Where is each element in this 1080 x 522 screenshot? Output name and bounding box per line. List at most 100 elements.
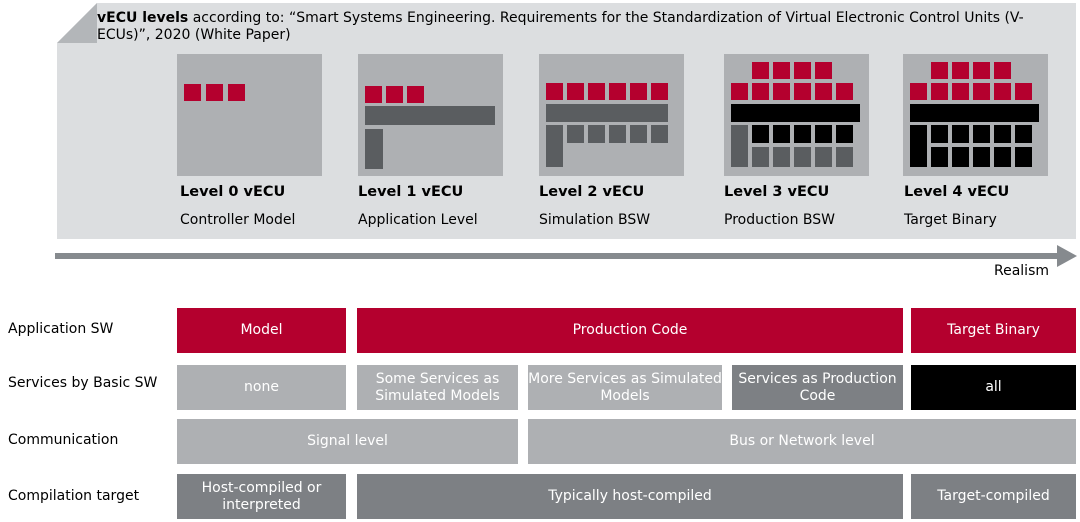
mcal-block bbox=[973, 147, 990, 167]
app-block bbox=[836, 83, 853, 100]
bsw-block bbox=[794, 125, 811, 143]
panel-title-rest: according to: “Smart Systems Engineering… bbox=[97, 10, 1024, 43]
level-4-diagram bbox=[903, 54, 1048, 176]
level-0-diagram bbox=[177, 54, 322, 176]
app-block bbox=[365, 86, 382, 103]
bsw-block bbox=[994, 125, 1011, 143]
rte-bar bbox=[910, 104, 1039, 122]
cell-host-compiled-interpreted: Host-compiled or interpreted bbox=[177, 474, 346, 519]
bsw-block bbox=[546, 125, 563, 167]
mcal-block bbox=[1015, 147, 1032, 167]
app-block bbox=[973, 62, 990, 79]
cell-production-code: Production Code bbox=[357, 308, 903, 353]
app-block bbox=[815, 62, 832, 79]
row-label-communication: Communication bbox=[8, 432, 119, 448]
folded-corner-icon bbox=[57, 3, 97, 43]
level-2-diagram bbox=[539, 54, 684, 176]
rte-bar bbox=[546, 104, 668, 122]
cell-services-none: none bbox=[177, 365, 346, 410]
app-block bbox=[386, 86, 403, 103]
cell-model: Model bbox=[177, 308, 346, 353]
row-label-compilation: Compilation target bbox=[8, 488, 140, 504]
cell-target-binary: Target Binary bbox=[911, 308, 1076, 353]
mcal-block bbox=[836, 147, 853, 167]
rte-bar bbox=[731, 104, 860, 122]
realism-arrow-line bbox=[55, 253, 1060, 259]
app-block bbox=[588, 83, 605, 100]
cell-more-services: More Services as Simulated Models bbox=[528, 365, 722, 410]
bsw-block bbox=[588, 125, 605, 143]
app-block bbox=[752, 83, 769, 100]
app-block bbox=[973, 83, 990, 100]
app-block bbox=[407, 86, 424, 103]
rte-bar bbox=[365, 106, 495, 125]
level-1-title: Level 1 vECU bbox=[358, 184, 464, 200]
app-block bbox=[546, 83, 563, 100]
level-4-title: Level 4 vECU bbox=[904, 184, 1010, 200]
app-block bbox=[773, 62, 790, 79]
app-block bbox=[931, 62, 948, 79]
app-block bbox=[184, 84, 201, 101]
level-1-diagram bbox=[358, 54, 503, 176]
mcal-block bbox=[931, 147, 948, 167]
bsw-block bbox=[815, 125, 832, 143]
app-block bbox=[794, 62, 811, 79]
app-block bbox=[609, 83, 626, 100]
arrow-right-icon bbox=[1057, 245, 1077, 267]
level-0-title: Level 0 vECU bbox=[180, 184, 286, 200]
cell-target-compiled: Target-compiled bbox=[911, 474, 1076, 519]
app-block bbox=[752, 62, 769, 79]
cell-signal-level: Signal level bbox=[177, 419, 518, 464]
bsw-block bbox=[609, 125, 626, 143]
level-3-title: Level 3 vECU bbox=[724, 184, 830, 200]
app-block bbox=[773, 83, 790, 100]
cell-some-services: Some Services as Simulated Models bbox=[357, 365, 518, 410]
bsw-block bbox=[651, 125, 668, 143]
bsw-block bbox=[952, 125, 969, 143]
bsw-block bbox=[731, 125, 748, 167]
app-block bbox=[952, 62, 969, 79]
app-block bbox=[1015, 83, 1032, 100]
bsw-block bbox=[365, 129, 383, 169]
app-block bbox=[206, 84, 223, 101]
mcal-block bbox=[815, 147, 832, 167]
bsw-block bbox=[836, 125, 853, 143]
app-block bbox=[228, 84, 245, 101]
level-2-title: Level 2 vECU bbox=[539, 184, 645, 200]
panel-title-bold: vECU levels bbox=[97, 10, 189, 26]
realism-label: Realism bbox=[994, 263, 1050, 279]
level-1-subtitle: Application Level bbox=[358, 212, 478, 228]
app-block bbox=[994, 83, 1011, 100]
cell-services-all: all bbox=[911, 365, 1076, 410]
level-0-subtitle: Controller Model bbox=[180, 212, 296, 228]
app-block bbox=[910, 83, 927, 100]
app-block bbox=[994, 62, 1011, 79]
bsw-block bbox=[1015, 125, 1032, 143]
level-2-subtitle: Simulation BSW bbox=[539, 212, 651, 228]
level-3-diagram bbox=[724, 54, 869, 176]
level-4-subtitle: Target Binary bbox=[904, 212, 997, 228]
panel-title: vECU levels according to: “Smart Systems… bbox=[97, 10, 1057, 44]
app-block bbox=[931, 83, 948, 100]
bsw-block bbox=[973, 125, 990, 143]
mcal-block bbox=[752, 147, 769, 167]
row-label-services: Services by Basic SW bbox=[8, 375, 158, 391]
bsw-block bbox=[773, 125, 790, 143]
cell-bus-network-level: Bus or Network level bbox=[528, 419, 1076, 464]
app-block bbox=[731, 83, 748, 100]
bsw-block bbox=[910, 125, 927, 167]
bsw-block bbox=[567, 125, 584, 143]
app-block bbox=[815, 83, 832, 100]
row-label-application-sw: Application SW bbox=[8, 321, 114, 337]
level-3-subtitle: Production BSW bbox=[724, 212, 836, 228]
bsw-block bbox=[752, 125, 769, 143]
bsw-block bbox=[630, 125, 647, 143]
cell-services-production: Services as Production Code bbox=[732, 365, 903, 410]
mcal-block bbox=[773, 147, 790, 167]
bsw-block bbox=[931, 125, 948, 143]
mcal-block bbox=[994, 147, 1011, 167]
cell-typically-host-compiled: Typically host-compiled bbox=[357, 474, 903, 519]
app-block bbox=[794, 83, 811, 100]
mcal-block bbox=[794, 147, 811, 167]
app-block bbox=[651, 83, 668, 100]
